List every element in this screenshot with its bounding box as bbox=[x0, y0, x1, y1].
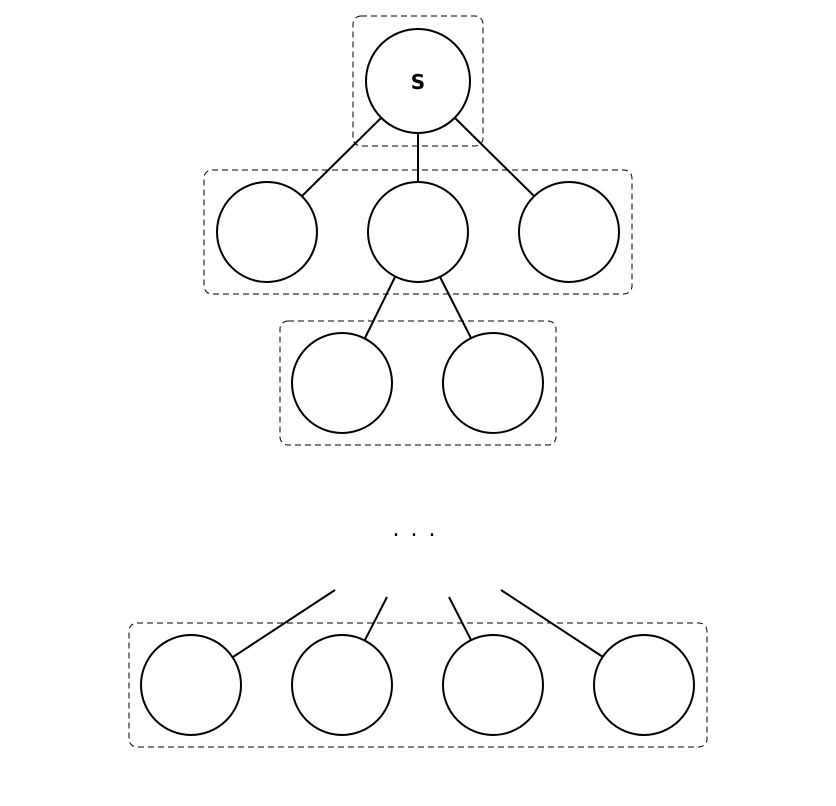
last-level-node-3 bbox=[442, 634, 544, 736]
last-level-box bbox=[128, 622, 708, 748]
level-2-node-left bbox=[291, 332, 393, 434]
root-node bbox=[365, 28, 471, 134]
edge-middle-to-right-grandchild bbox=[439, 276, 472, 339]
last-level-node-1 bbox=[140, 634, 242, 736]
root-node-label: S bbox=[411, 70, 425, 94]
level-1-node-middle bbox=[367, 181, 469, 283]
ellipsis: . . . bbox=[393, 517, 438, 542]
edge-into-last-level-4 bbox=[500, 589, 604, 658]
edge-root-to-left-child bbox=[301, 117, 382, 197]
edge-into-last-level-2 bbox=[364, 596, 388, 641]
edge-root-to-right-child bbox=[454, 117, 535, 197]
level-2-node-right bbox=[442, 332, 544, 434]
last-level-node-4 bbox=[593, 634, 695, 736]
edge-middle-to-left-grandchild bbox=[364, 276, 396, 339]
last-level-node-2 bbox=[291, 634, 393, 736]
level-1-node-left bbox=[216, 181, 318, 283]
level-0-box bbox=[352, 15, 484, 147]
edge-into-last-level-1 bbox=[232, 589, 336, 658]
level-2-box bbox=[279, 320, 557, 446]
level-1-node-right bbox=[518, 181, 620, 283]
edge-into-last-level-3 bbox=[448, 596, 472, 641]
